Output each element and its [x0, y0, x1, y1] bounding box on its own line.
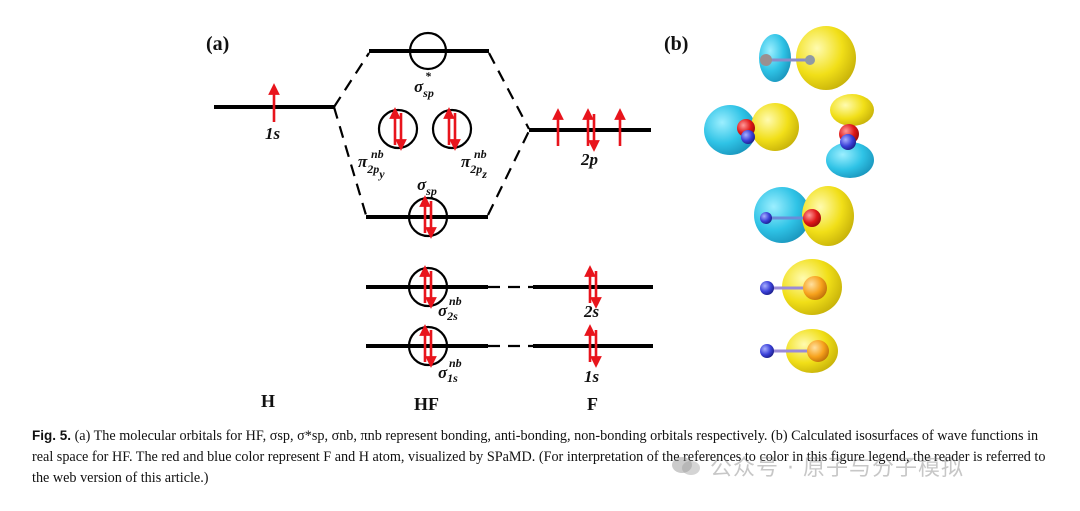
f-2p-label: 2p	[580, 150, 598, 169]
h-1s-label: 1s	[265, 124, 281, 143]
pi-y-circle	[377, 108, 419, 150]
sigma-1s-sup: nb	[449, 356, 462, 370]
f-2s-label: 2s	[583, 302, 600, 321]
panel-b-label: (b)	[664, 33, 688, 55]
pi-z-label: π2pz	[461, 152, 487, 181]
isosurface-row-2-right	[826, 94, 874, 178]
f-1s-label: 1s	[584, 367, 600, 386]
correlation-lines	[332, 52, 533, 348]
caption-text: (a) The molecular orbitals for HF, σsp, …	[32, 428, 1046, 486]
figure-panel: (a) (b)	[206, 26, 874, 414]
figure-caption: Fig. 5. (a) The molecular orbitals for H…	[32, 425, 1052, 489]
sigma-sp-label: σsp	[417, 175, 437, 198]
watermark: 公众号 · 原子与分子模拟	[670, 451, 1050, 481]
figure-number: Fig. 5.	[32, 428, 72, 443]
atom-label-f: F	[587, 394, 598, 414]
watermark-text: 公众号 · 原子与分子模拟	[710, 456, 964, 481]
energy-level-lines	[214, 49, 653, 348]
isosurface-row-2-left	[704, 103, 799, 155]
sigma-sp-star-circle	[408, 31, 448, 71]
panel-a-label: (a)	[206, 33, 229, 55]
sigma-sp-star-sup: *	[425, 69, 432, 83]
isosurface-row-3	[754, 186, 854, 246]
sigma-sp-star-label: σsp	[414, 77, 434, 100]
pi-z-sup: nb	[474, 147, 487, 161]
isosurface-row-4	[760, 259, 842, 315]
sigma-2s-sup: nb	[449, 294, 462, 308]
wechat-icon	[672, 457, 700, 475]
isosurface-row-1	[759, 26, 856, 90]
pi-y-label: π2py	[358, 152, 385, 181]
pi-y-sup: nb	[371, 147, 384, 161]
pi-z-circle	[431, 108, 473, 150]
isosurface-row-5	[760, 329, 838, 373]
atom-label-hf: HF	[414, 394, 439, 414]
electron-arrows	[268, 83, 626, 368]
sigma-1s-label: σ1s	[438, 363, 458, 385]
sigma-2s-label: σ2s	[438, 301, 458, 323]
atom-label-h: H	[261, 391, 275, 411]
